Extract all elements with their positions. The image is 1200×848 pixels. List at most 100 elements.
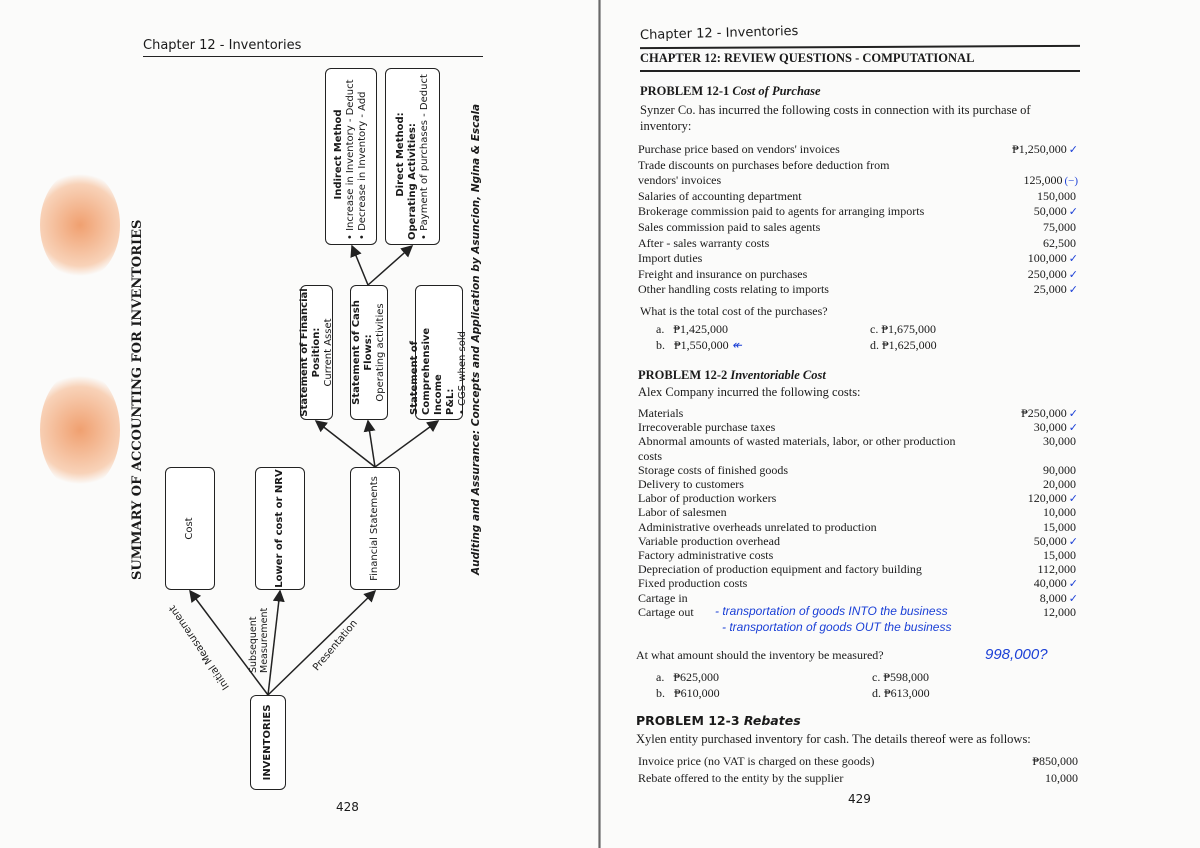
cost-value bbox=[1076, 449, 1078, 464]
cost-line-item: Irrecoverable purchase taxes 30,000✓ bbox=[638, 420, 1078, 436]
cost-label: Materials bbox=[638, 406, 684, 420]
problem-12-2-intro: Alex Company incurred the following cost… bbox=[638, 385, 861, 399]
choice-c[interactable]: c. ₱1,675,000 bbox=[870, 322, 936, 336]
choice-b[interactable]: b. ₱1,550,000 ↞ bbox=[656, 338, 742, 352]
cost-line-item: costs bbox=[638, 449, 1078, 465]
cost-label: Trade discounts on purchases before dedu… bbox=[638, 157, 890, 172]
divider bbox=[639, 44, 1081, 50]
cost-value: 250,000✓ bbox=[1027, 266, 1078, 281]
cost-value: 50,000✓ bbox=[1033, 533, 1078, 548]
diagram-title: SUMMARY OF ACCOUNTING FOR INVENTORIES bbox=[130, 219, 145, 580]
check-mark: ✓ bbox=[1068, 268, 1078, 281]
problem-12-3-heading: PROBLEM 12-3 Rebates bbox=[636, 713, 801, 728]
cost-value: 20,000 bbox=[1043, 477, 1076, 491]
book-spine bbox=[598, 0, 601, 848]
check-mark: ✓ bbox=[1068, 578, 1078, 591]
check-mark: ✓ bbox=[1068, 253, 1078, 266]
problem-12-3-intro: Xylen entity purchased inventory for cas… bbox=[636, 732, 1031, 746]
cost-label: Freight and insurance on purchases bbox=[638, 266, 808, 281]
cost-value: 25,000✓ bbox=[1033, 282, 1078, 297]
lower-of-cost-or-nrv-box: Lower of cost or NRV bbox=[255, 467, 305, 590]
choice-c[interactable]: c. ₱598,000 bbox=[872, 670, 929, 684]
choice-a[interactable]: a. ₱1,425,000 bbox=[656, 322, 728, 336]
cost-value: 90,000 bbox=[1043, 462, 1076, 477]
problem-12-1-question: What is the total cost of the purchases? bbox=[640, 304, 828, 318]
cost-label: Brokerage commission paid to agents for … bbox=[638, 204, 925, 219]
diagram-arrows bbox=[189, 244, 440, 696]
handwritten-answer: 998,000? bbox=[985, 646, 1048, 663]
cost-line-item: Labor of production workers 120,000✓ bbox=[638, 491, 1078, 507]
arrow-sfp bbox=[314, 420, 376, 468]
cost-line-item: Materials ₱250,000✓ bbox=[638, 406, 1078, 422]
scan-artifact bbox=[40, 370, 120, 490]
financial-statements-box: Financial Statements bbox=[350, 467, 400, 590]
cost-label: Purchase price based on vendors' invoice… bbox=[638, 142, 840, 156]
choice-b[interactable]: b. ₱610,000 bbox=[656, 686, 720, 700]
scf-box: Statement of Cash Flows:Operating activi… bbox=[350, 285, 388, 420]
arrow-indirect bbox=[350, 244, 369, 286]
cost-value: 100,000✓ bbox=[1027, 251, 1078, 266]
cost-value: 15,000 bbox=[1043, 548, 1076, 562]
arrow-sci bbox=[374, 420, 440, 468]
cartage-out-note: - transportation of goods OUT the busine… bbox=[722, 620, 952, 634]
choice-a[interactable]: a. ₱625,000 bbox=[656, 670, 719, 684]
diagram-footer-citation: Auditing and Assurance: Concepts and App… bbox=[470, 103, 482, 575]
cost-value: 150,000 bbox=[1037, 188, 1076, 203]
sfp-box: Statement of Financial Position:Current … bbox=[299, 285, 334, 420]
arrow-scf bbox=[363, 419, 376, 468]
cost-label: Cartage out bbox=[638, 604, 694, 619]
cost-value bbox=[1076, 158, 1078, 173]
cost-line-item: Purchase price based on vendors' invoice… bbox=[638, 142, 1078, 158]
cost-label: Administrative overheads unrelated to pr… bbox=[638, 519, 877, 534]
divider bbox=[640, 70, 1080, 72]
cost-value: 30,000✓ bbox=[1033, 420, 1078, 435]
cost-line-item: Administrative overheads unrelated to pr… bbox=[638, 520, 1078, 536]
cost-label: Fixed production costs bbox=[638, 576, 748, 591]
choice-d[interactable]: d. ₱613,000 bbox=[872, 686, 930, 700]
cost-label: Labor of production workers bbox=[638, 491, 777, 506]
inventories-label: INVENTORIES bbox=[262, 704, 273, 781]
cost-value: 30,000 bbox=[1043, 434, 1076, 449]
check-mark: ✓ bbox=[1068, 144, 1078, 156]
cost-label: Import duties bbox=[638, 251, 703, 266]
choice-d[interactable]: d. ₱1,625,000 bbox=[870, 338, 937, 352]
check-mark: ✓ bbox=[1068, 422, 1078, 435]
check-mark: (−) bbox=[1064, 175, 1078, 188]
sci-bullet: • CGS when sold bbox=[457, 331, 468, 415]
cost-line-item: Factory administrative costs 15,000 bbox=[638, 548, 1078, 564]
cost-line-item: Brokerage commission paid to agents for … bbox=[638, 204, 1078, 220]
cost-value: 120,000✓ bbox=[1027, 491, 1078, 506]
check-mark: ✓ bbox=[1068, 408, 1078, 420]
cost-value: 12,000 bbox=[1043, 604, 1076, 619]
left-page-header: Chapter 12 - Inventories bbox=[143, 38, 302, 53]
check-mark: ✓ bbox=[1068, 206, 1078, 219]
check-mark: ✓ bbox=[1068, 592, 1078, 605]
cartage-in-note: - transportation of goods INTO the busin… bbox=[715, 604, 948, 618]
inventories-box: INVENTORIES bbox=[250, 695, 286, 790]
cost-value: 10,000 bbox=[1043, 505, 1076, 520]
cost-label: Cartage in bbox=[638, 590, 688, 605]
cost-label: Factory administrative costs bbox=[638, 548, 774, 562]
cost-value: 62,500 bbox=[1043, 235, 1076, 250]
cost-value: ₱250,000✓ bbox=[1021, 406, 1078, 420]
direct-method-box: Direct Method:Operating Activities:• Pay… bbox=[385, 68, 440, 245]
cost-label: Salaries of accounting department bbox=[638, 188, 802, 203]
cost-label: Irrecoverable purchase taxes bbox=[638, 420, 776, 435]
cost-line-item: Import duties 100,000✓ bbox=[638, 251, 1078, 267]
cost-line-item: Abnormal amounts of wasted materials, la… bbox=[638, 434, 1078, 450]
cost-line-item: Variable production overhead 50,000✓ bbox=[638, 534, 1078, 550]
cost-line-item: Salaries of accounting department 150,000 bbox=[638, 189, 1078, 205]
left-page-number: 428 bbox=[336, 800, 359, 814]
problem-12-1-heading: PROBLEM 12-1 Cost of Purchase bbox=[640, 84, 821, 98]
cost-label: Variable production overhead bbox=[638, 533, 780, 548]
arrow-subsequent bbox=[267, 589, 285, 696]
section-title: CHAPTER 12: REVIEW QUESTIONS - COMPUTATI… bbox=[640, 51, 975, 65]
